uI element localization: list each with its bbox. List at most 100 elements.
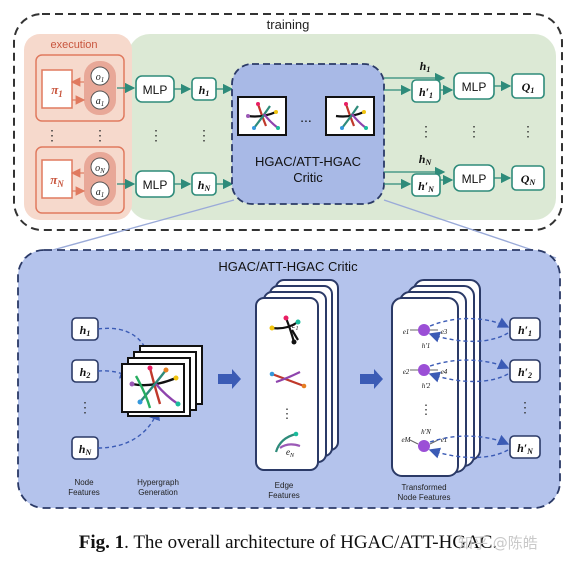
edge-features-2: Features: [268, 491, 300, 500]
out-node-hpN-sub: N: [526, 447, 534, 456]
tn-label-N: h′N: [421, 428, 431, 436]
edge-features-stack: ⋮: [255, 279, 339, 471]
transformed-2: Node Features: [398, 493, 451, 502]
out-h1-sub: 1: [426, 65, 430, 74]
svg-text:QN: QN: [521, 172, 537, 187]
svg-text:h′1: h′1: [518, 323, 532, 338]
out-link-1: [429, 317, 510, 328]
out-node-hp2-label: h′: [518, 365, 528, 379]
training-panel: training: [13, 13, 563, 231]
caption-text: . The overall architecture of HGAC/ATT-H…: [124, 532, 498, 553]
hypergraph-stack: [121, 345, 203, 417]
out-node-hp2-sub: 2: [527, 371, 532, 380]
svg-text:h′2: h′2: [518, 365, 532, 380]
tn-edge-right-1: e3: [441, 328, 448, 336]
caption-prefix: Fig. 1: [78, 532, 125, 553]
tn-dots: ⋮: [420, 402, 433, 417]
hypergraph-gen-2: Generation: [138, 488, 178, 497]
out-node-hpN: [509, 435, 541, 459]
edge-e1-sub: 1: [296, 326, 299, 332]
h-dots: ⋮: [197, 127, 211, 143]
tn-label-2: h′2: [422, 382, 431, 390]
q1-sub: 1: [530, 86, 534, 95]
out-h1: h: [420, 59, 427, 73]
policy-block-N: πN oN a1: [35, 146, 125, 214]
svg-text:h′1: h′1: [419, 85, 433, 100]
mlp-out-label-N: MLP: [462, 172, 487, 186]
transformed-node-N: [418, 440, 430, 452]
out-hN-sub: N: [424, 158, 432, 167]
tn-label-1: h′1: [422, 342, 431, 350]
svg-text:h1: h1: [420, 59, 431, 74]
node-link-N: [97, 408, 160, 449]
flow-arrow-1: [218, 369, 241, 389]
execution-label: execution: [50, 39, 97, 51]
out-hp1-sub: 1: [429, 91, 433, 100]
out-hp1-box: [411, 79, 441, 103]
node-h2-label: h: [80, 365, 87, 379]
out-link-Nb: [428, 447, 509, 459]
svg-text:e1: e1: [292, 320, 299, 332]
out-link-2: [429, 358, 510, 370]
policy-1-sub: 1: [58, 89, 63, 99]
critic-thumb-dots: ...: [300, 109, 312, 125]
act-N: a: [96, 187, 101, 198]
hypergraph-icon-2: [335, 102, 368, 130]
out-dots-3: ⋮: [521, 123, 535, 139]
exec-dots-1: ⋮: [45, 127, 59, 143]
node-hN-label: h: [79, 442, 86, 456]
edge-eN: e: [286, 447, 290, 457]
hypergraph-gen-1: Hypergraph: [137, 478, 179, 487]
svg-text:eN: eN: [286, 447, 295, 459]
tn-edge-left-N: eM: [402, 436, 412, 444]
transformed-node-1: [418, 324, 430, 336]
tn-edge-left-2: e2: [403, 368, 410, 376]
obs-N: o: [95, 163, 100, 174]
watermark: 知乎 @陈皓: [458, 534, 538, 552]
tn-edge-right-N: e1: [441, 436, 448, 444]
out-hN: h: [419, 152, 426, 166]
qN-box: [511, 165, 545, 191]
mlp-label-1: MLP: [143, 83, 168, 97]
svg-text:a1: a1: [96, 187, 105, 199]
h1-sub: 1: [205, 89, 209, 98]
out-node-hpN-label: h′: [517, 441, 527, 455]
zoom-line-right: [383, 199, 557, 259]
edge-features-1: Edge: [275, 481, 294, 490]
tn-edge-left-1: e1: [403, 328, 410, 336]
critic-box: ... HGAC/ATT-HGAC Critic: [231, 63, 385, 205]
out-node-hp2: [509, 359, 541, 383]
training-label: training: [267, 17, 310, 32]
qN-sub: N: [528, 178, 536, 187]
hN-sub: N: [203, 184, 211, 193]
critic-label-2: Critic: [293, 170, 323, 185]
svg-text:a1: a1: [96, 96, 105, 108]
svg-text:Q1: Q1: [522, 80, 535, 95]
svg-text:h1: h1: [199, 83, 210, 98]
act-N-sub: 1: [101, 191, 105, 199]
critic-label-1: HGAC/ATT-HGAC: [255, 154, 361, 169]
critic-detail-title: HGAC/ATT-HGAC Critic: [218, 259, 358, 274]
node-features-1: Node: [74, 478, 94, 487]
svg-text:hN: hN: [79, 442, 93, 457]
out-dots-1: ⋮: [419, 123, 433, 139]
svg-text:π1: π1: [51, 82, 63, 99]
q1-box: [511, 73, 545, 99]
mlp-out-label-1: MLP: [462, 80, 487, 94]
out-hpN-sub: N: [427, 185, 435, 194]
obs-1: o: [96, 72, 101, 83]
policy-1-label: π: [51, 82, 59, 97]
out-node-hp1-label: h′: [518, 323, 528, 337]
out-hpN: h′: [418, 179, 428, 193]
mlp-label-N: MLP: [143, 178, 168, 192]
edge-e1: e: [292, 320, 296, 330]
svg-text:h′N: h′N: [418, 179, 435, 194]
exec-dots-2: ⋮: [93, 127, 107, 143]
policy-N-label: π: [50, 172, 58, 187]
obs-N-sub: N: [99, 167, 105, 175]
out-hpN-box: [411, 173, 441, 197]
node-h1-sub: 1: [86, 329, 90, 338]
svg-text:hN: hN: [419, 152, 433, 167]
svg-text:h1: h1: [80, 323, 91, 338]
transformed-stack: [391, 279, 481, 477]
